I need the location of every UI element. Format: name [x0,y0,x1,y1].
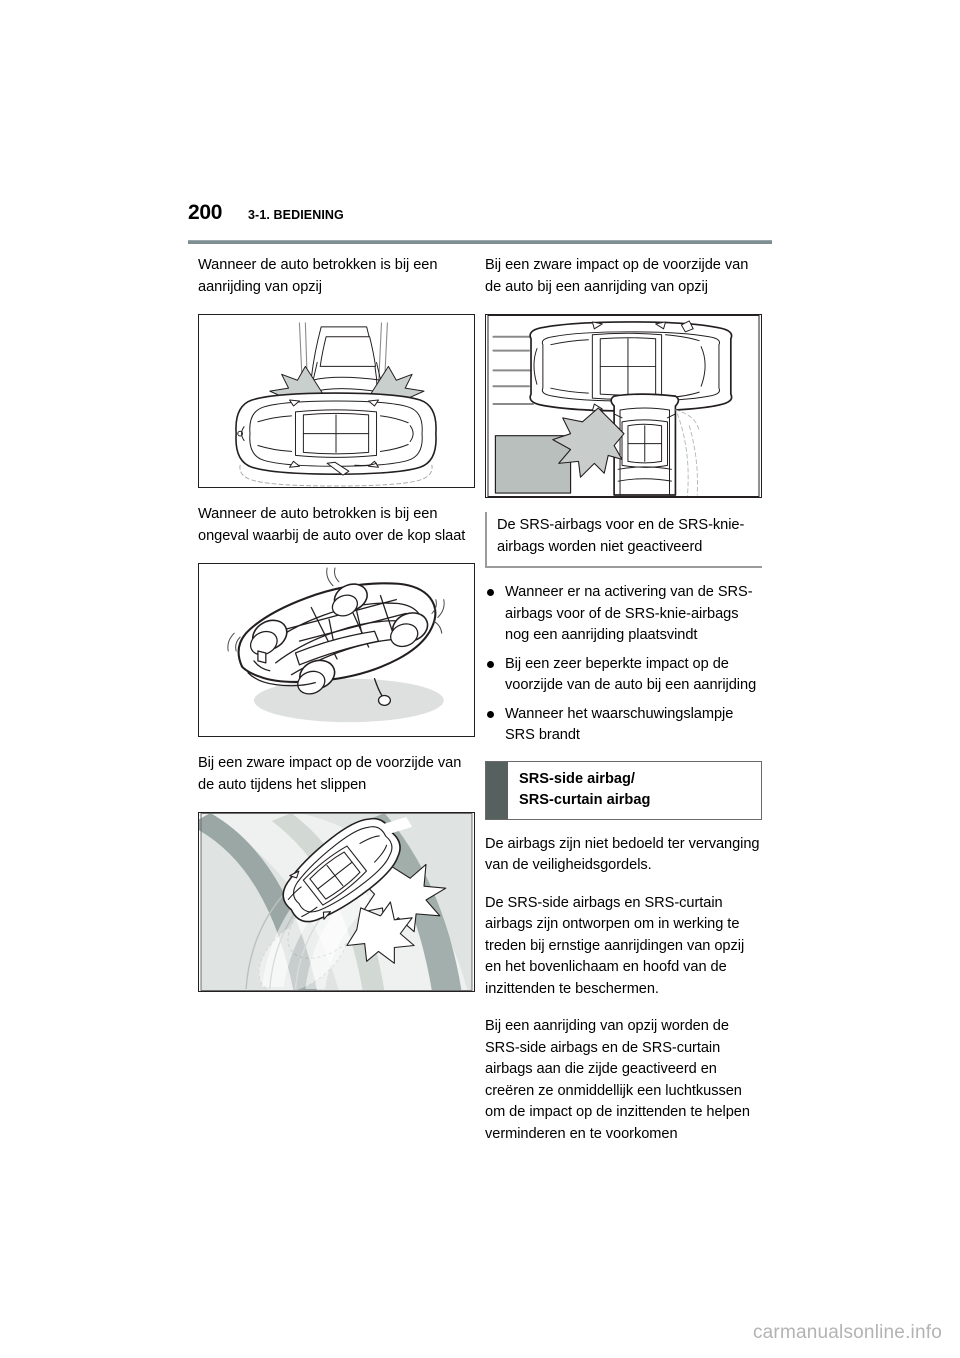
right-column: Bij een zware impact op de voorzijde van… [485,255,762,1151]
footer-watermark: carmanualsonline.info [752,1322,942,1343]
right-paragraph-3: Bij een aanrijding van opzij worden de S… [485,1018,750,1142]
list-item: Wanneer er na activering van de SRS-airb… [485,582,762,647]
list-item-label: Wanneer het waarschuwingslampje SRS bran… [505,705,734,744]
section-box-title-line-2: SRS-curtain airbag [519,791,651,808]
rollover-illustration [198,563,475,737]
right-heading-1: Bij een zware impact op de voorzijde van… [485,257,749,295]
front-impact-side-collision-illustration [485,314,762,498]
left-heading-2: Wanneer de auto betrokken is bij een ong… [198,506,466,544]
section-box-title: SRS-side airbag/ SRS-curtain airbag [508,762,658,819]
page-number: 200 [188,201,223,224]
list-item-label: Bij een zeer beperkte impact op de voorz… [505,655,757,694]
left-heading-3: Bij een zware impact op de voorzijde van… [198,755,462,793]
left-column: Wanneer de auto betrokken is bij een aan… [198,255,475,992]
page-header: 200 3-1. BEDIENING [188,200,772,232]
right-heading-block: De SRS-airbags voor en de SRS-knie-airba… [485,512,762,568]
skid-front-impact-illustration [198,812,475,992]
bullet-dot-icon [487,710,494,718]
right-paragraph-2: De SRS-side airbags en SRS-curtain airba… [485,894,745,997]
srs-not-activated-list: Wanneer er na activering van de SRS-airb… [485,582,762,747]
list-item: Bij een zeer beperkte impact op de voorz… [485,654,762,697]
bullet-dot-icon [487,589,494,596]
bullet-dot-icon [487,660,494,668]
right-heading-block-text: De SRS-airbags voor en de SRS-knie-airba… [497,517,745,555]
side-impact-illustration [198,314,475,488]
left-heading-1: Wanneer de auto betrokken is bij een aan… [198,257,438,295]
section-box-srs-side-curtain-airbag: SRS-side airbag/ SRS-curtain airbag [485,760,762,820]
right-paragraph-1: De airbags zijn niet bedoeld ter vervang… [485,835,760,874]
list-item-label: Wanneer er na activering van de SRS-airb… [505,584,753,643]
section-box-title-line-1: SRS-side airbag/ [519,770,635,787]
header-divider-rule [188,240,772,244]
section-box-tab [486,761,508,819]
section-title: 3-1. BEDIENING [248,208,344,222]
list-item: Wanneer het waarschuwingslampje SRS bran… [485,704,762,747]
